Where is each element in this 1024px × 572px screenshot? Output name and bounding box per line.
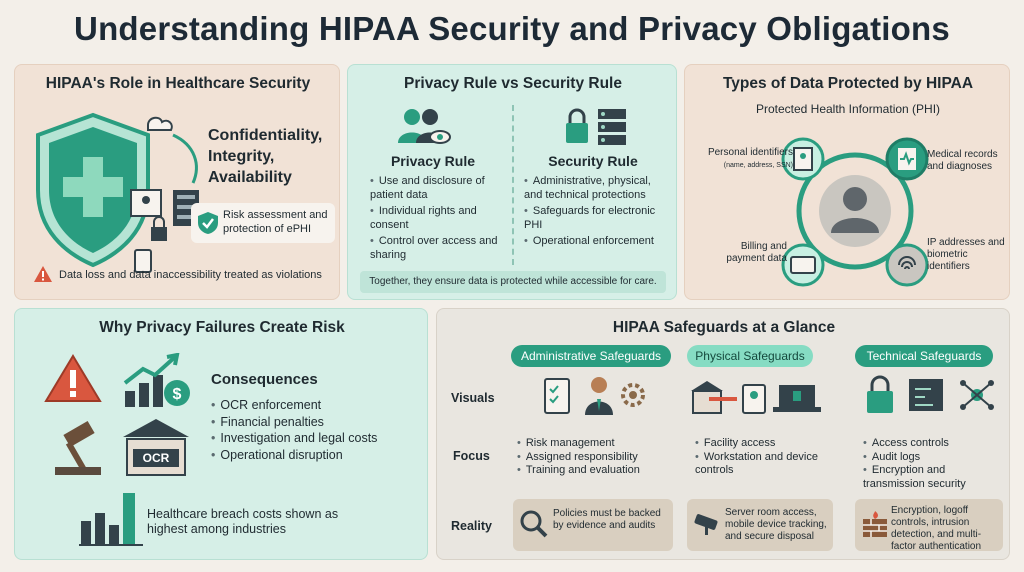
physical-visuals-icon (691, 381, 821, 414)
privacy-item: Use and disclosure of patient data (370, 175, 502, 202)
personal-identifiers-sub: (name, address, SSN) (723, 162, 793, 169)
warning-icon (34, 266, 52, 282)
medical-records-label: Medical records and diagnoses (927, 149, 998, 172)
admin-focus-item: Training and evaluation (517, 464, 677, 478)
admin-focus-item: Risk management (517, 437, 677, 451)
magnifier-icon (520, 510, 548, 538)
hipaa-role-panel: HIPAA's Role in Healthcare Security Conf… (14, 64, 340, 300)
rules-panel: Privacy Rule vs Security Rule Privacy Ru… (347, 64, 677, 300)
security-item: Operational enforcement (524, 235, 672, 249)
security-rule-title: Security Rule (548, 153, 638, 169)
shield-network-icon (36, 112, 199, 273)
billing-data-label: Billing and payment data (726, 241, 787, 264)
physical-safeguards-pill: Physical Safeguards (687, 345, 813, 367)
lock-server-icon (566, 108, 626, 145)
personal-identifiers-text: Personal identifiers (707, 147, 793, 158)
consequence-item: OCR enforcement (211, 397, 421, 414)
safeguards-heading: HIPAA Safeguards at a Glance (612, 319, 836, 336)
admin-visuals-icon (544, 377, 645, 415)
technical-safeguards-pill: Technical Safeguards (855, 345, 993, 367)
row-label-reality: Reality (451, 519, 492, 533)
rules-footer: Together, they ensure data is protected … (360, 271, 666, 293)
risk-assessment-text: Risk assessment and protection of ePHI (223, 209, 328, 235)
breach-note: Healthcare breach costs shown as highest… (147, 507, 339, 536)
role-heading: HIPAA's Role in Healthcare Security (45, 75, 311, 92)
consequence-item: Financial penalties (211, 414, 421, 431)
privacy-rule-title: Privacy Rule (390, 153, 476, 169)
physical-focus-item: Facility access (695, 437, 835, 451)
ip-biometric-label: IP addresses and biometric identifiers (927, 237, 1005, 272)
cia-confidentiality: Confidentiality, (208, 127, 323, 144)
privacy-item: Control over access and sharing (370, 235, 502, 262)
warning-text: Data loss and data inaccessibility treat… (59, 269, 322, 281)
gavel-icon (55, 420, 101, 475)
admin-reality-text: Policies must be backed by evidence and … (553, 508, 661, 531)
technical-focus-item: Audit logs (863, 451, 1003, 465)
financial-growth-icon: $ (123, 353, 190, 407)
admin-safeguards-pill: Administrative Safeguards (511, 345, 671, 367)
phi-ring-diagram (781, 137, 929, 287)
rules-heading: Privacy Rule vs Security Rule (404, 75, 622, 92)
risk-assessment-card: Risk assessment and protection of ePHI (191, 203, 335, 243)
technical-focus-item: Access controls (863, 437, 1003, 451)
technical-reality-text: Encryption, logoff controls, intrusion d… (891, 505, 982, 552)
shield-check-icon (198, 212, 218, 234)
divider (512, 105, 514, 265)
data-heading: Types of Data Protected by HIPAA (722, 75, 974, 92)
security-item: Safeguards for electronic PHI (524, 205, 672, 232)
cia-integrity: Integrity, (208, 148, 275, 165)
page-title: Understanding HIPAA Security and Privacy… (74, 10, 950, 47)
safeguards-panel: HIPAA Safeguards at a Glance Visuals Foc… (436, 308, 1010, 560)
svg-text:$: $ (173, 386, 182, 403)
physical-focus-item: Workstation and device controls (695, 451, 835, 478)
security-item: Administrative, physical, and technical … (524, 175, 672, 202)
risk-heading: Why Privacy Failures Create Risk (99, 319, 345, 336)
ocr-label: OCR (142, 451, 170, 465)
alert-triangle-icon (44, 354, 102, 402)
admin-focus-item: Assigned responsibility (517, 451, 677, 465)
technical-visuals-icon (867, 375, 994, 413)
cia-availability: Availability (208, 169, 292, 186)
row-label-focus: Focus (453, 449, 490, 463)
breach-cost-bar-icon (79, 493, 143, 546)
phi-subheading: Protected Health Information (PHI) (755, 102, 941, 116)
technical-reality-card: Encryption, logoff controls, intrusion d… (855, 499, 1003, 552)
physical-reality-card: Server room access, mobile device tracki… (687, 499, 833, 551)
technical-focus-item: Encryption and transmission security (863, 464, 1003, 491)
personal-identifiers-label: Personal identifiers (name, address, SSN… (703, 147, 793, 172)
row-label-visuals: Visuals (451, 391, 495, 405)
physical-reality-text: Server room access, mobile device tracki… (725, 507, 827, 542)
firewall-icon (863, 511, 887, 537)
data-types-panel: Types of Data Protected by HIPAA Protect… (684, 64, 1010, 300)
consequence-item: Operational disruption (211, 447, 421, 464)
risk-panel: Why Privacy Failures Create Risk $ OCR C… (14, 308, 428, 560)
consequence-item: Investigation and legal costs (211, 430, 421, 447)
privacy-item: Individual rights and consent (370, 205, 502, 232)
people-eye-icon (398, 109, 451, 144)
ocr-building-icon (123, 419, 189, 476)
security-camera-icon (694, 514, 718, 535)
consequences-title: Consequences (211, 371, 318, 388)
admin-reality-card: Policies must be backed by evidence and … (513, 499, 673, 551)
